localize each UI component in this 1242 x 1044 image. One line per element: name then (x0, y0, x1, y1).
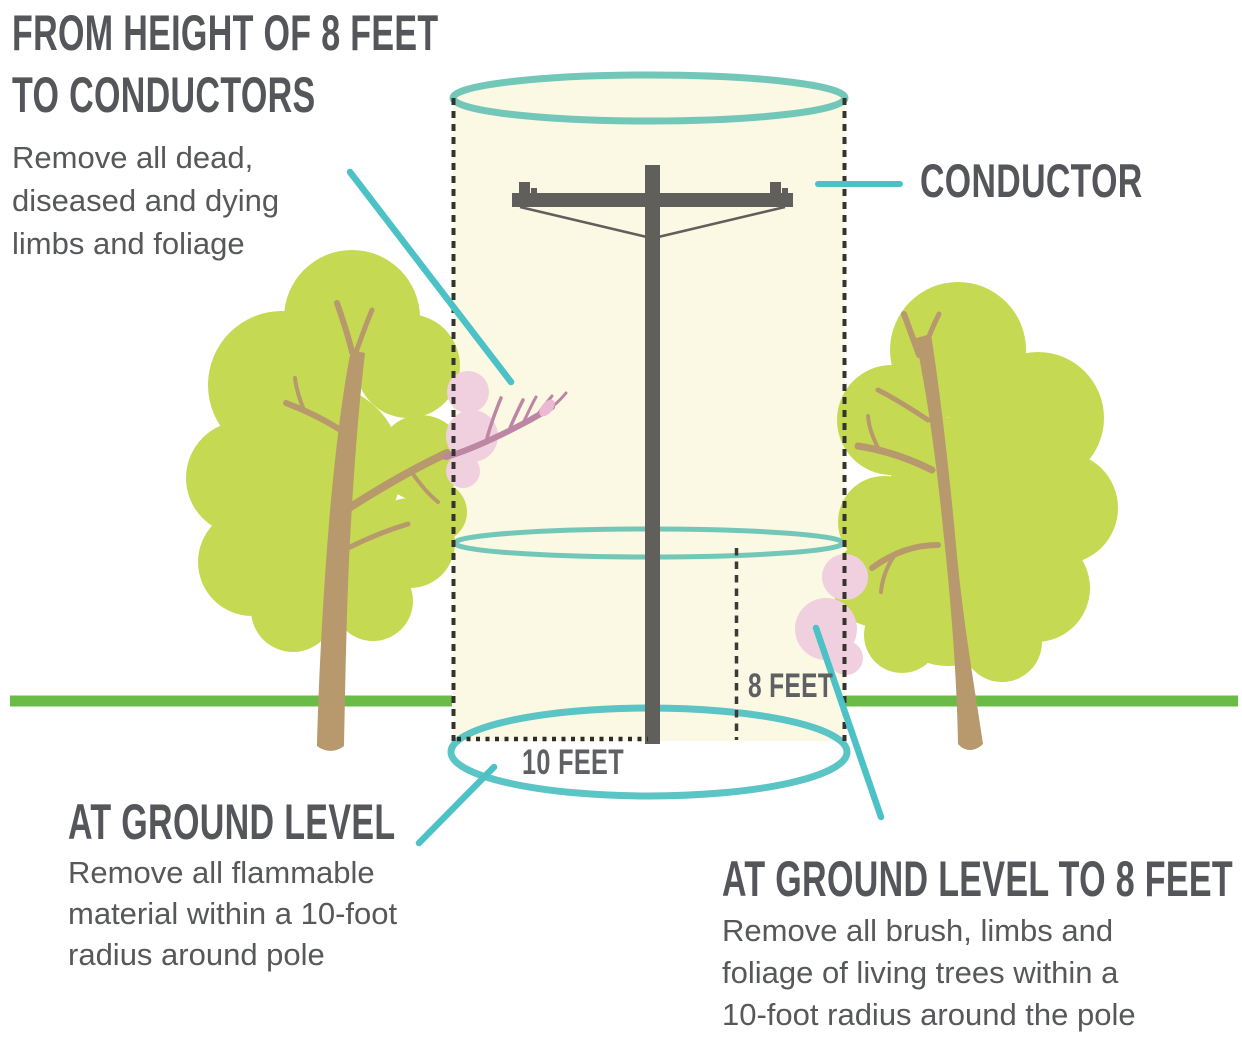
insulator-left (519, 182, 530, 195)
leader-debris (812, 624, 885, 821)
callout-ground-to-eight-body: Remove all brush, limbs and foliage of l… (722, 913, 1136, 1032)
leader-deadwood (346, 168, 515, 386)
leader-lines (346, 168, 903, 847)
callout-height-title: FROM HEIGHT OF 8 FEET TO CONDUCTORS (12, 5, 439, 123)
ten-feet-label: 10 FEET (522, 743, 624, 782)
callout-height-body: Remove all dead, diseased and dying limb… (12, 140, 280, 261)
right-tree (832, 282, 1118, 750)
pole-shaft (645, 165, 660, 744)
dead-leaf (539, 399, 555, 417)
right-tree-canopy (832, 282, 1118, 682)
callout-height-to-conductors: FROM HEIGHT OF 8 FEET TO CONDUCTORS (12, 2, 639, 126)
eight-feet-label: 8 FEET (748, 667, 834, 705)
callout-ground-to-eight: AT GROUND LEVEL TO 8 FEET (722, 848, 1242, 910)
callout-ground-to-eight-title: AT GROUND LEVEL TO 8 FEET (722, 851, 1233, 907)
utility-pole (512, 165, 793, 744)
callout-ground-level: AT GROUND LEVEL (68, 791, 550, 853)
dead-limb (443, 391, 568, 460)
conductor-label: CONDUCTOR (920, 154, 1143, 207)
right-tree-trunk (854, 311, 983, 750)
dashed-guides (451, 98, 847, 742)
crossarm-braces (519, 205, 786, 240)
leader-ground-level (415, 763, 498, 847)
debris-blob-right (795, 554, 868, 675)
insulator-right (770, 182, 781, 195)
callout-ground-level-body: Remove all flammable material within a 1… (68, 855, 398, 972)
left-tree-trunk (283, 300, 451, 751)
left-tree-canopy (186, 250, 467, 652)
left-tree (186, 250, 467, 751)
crossarm (512, 193, 793, 207)
callout-ground-level-title: AT GROUND LEVEL (68, 794, 396, 850)
